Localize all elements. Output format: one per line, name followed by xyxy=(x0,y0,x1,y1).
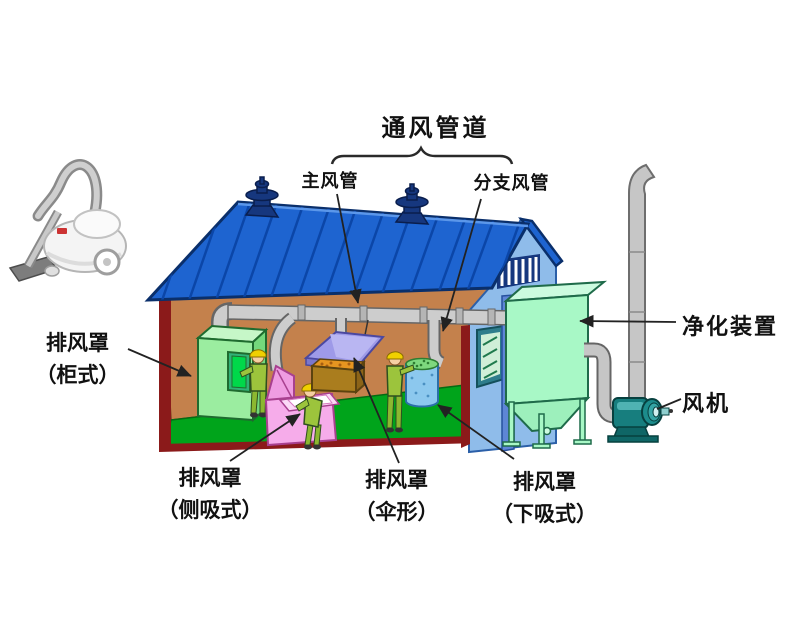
purifier-unit-icon xyxy=(502,280,608,449)
roof-ventilator-icon xyxy=(394,183,430,225)
down-suction-barrel-icon xyxy=(405,357,439,408)
purifier-outlet-pipe xyxy=(584,342,616,424)
leader-purifier xyxy=(579,314,677,328)
label-fan: 风机 xyxy=(682,391,731,416)
label-main-duct: 主风管 xyxy=(301,171,359,191)
leader-cabinet-hood xyxy=(127,348,192,377)
label-branch-duct: 分支风管 xyxy=(473,173,550,193)
leader-lines xyxy=(127,193,682,464)
leader-branch-duct xyxy=(440,198,482,332)
worker-icon xyxy=(386,351,415,433)
label-hood-umbrella: 排风罩 （伞形） xyxy=(354,469,439,524)
label-hood-cabinet: 排风罩 （柜式） xyxy=(35,332,120,387)
exhaust-stack-icon xyxy=(628,163,656,403)
label-hood-down-suction: 排风罩 （下吸式） xyxy=(492,471,597,526)
label-hood-side-suction: 排风罩 （侧吸式） xyxy=(157,467,263,522)
brace-ventilation-ducts xyxy=(330,145,514,165)
branch-duct-pipe xyxy=(427,320,445,370)
roof-ventilator-icon xyxy=(244,176,280,218)
leader-main-duct xyxy=(336,193,362,304)
leader-down-suction-hood xyxy=(437,404,515,460)
worker-icon xyxy=(239,349,268,418)
window-icon xyxy=(476,324,505,389)
fan-icon xyxy=(607,397,673,443)
diagram-title: 通风管道 xyxy=(381,115,490,142)
leader-fan xyxy=(656,398,682,410)
label-purifier: 净化装置 xyxy=(682,314,779,339)
leader-side-suction-hood xyxy=(229,413,301,462)
worker-icon xyxy=(295,383,323,450)
vacuum-cleaner-icon xyxy=(8,159,127,282)
leader-umbrella-hood xyxy=(353,357,400,464)
